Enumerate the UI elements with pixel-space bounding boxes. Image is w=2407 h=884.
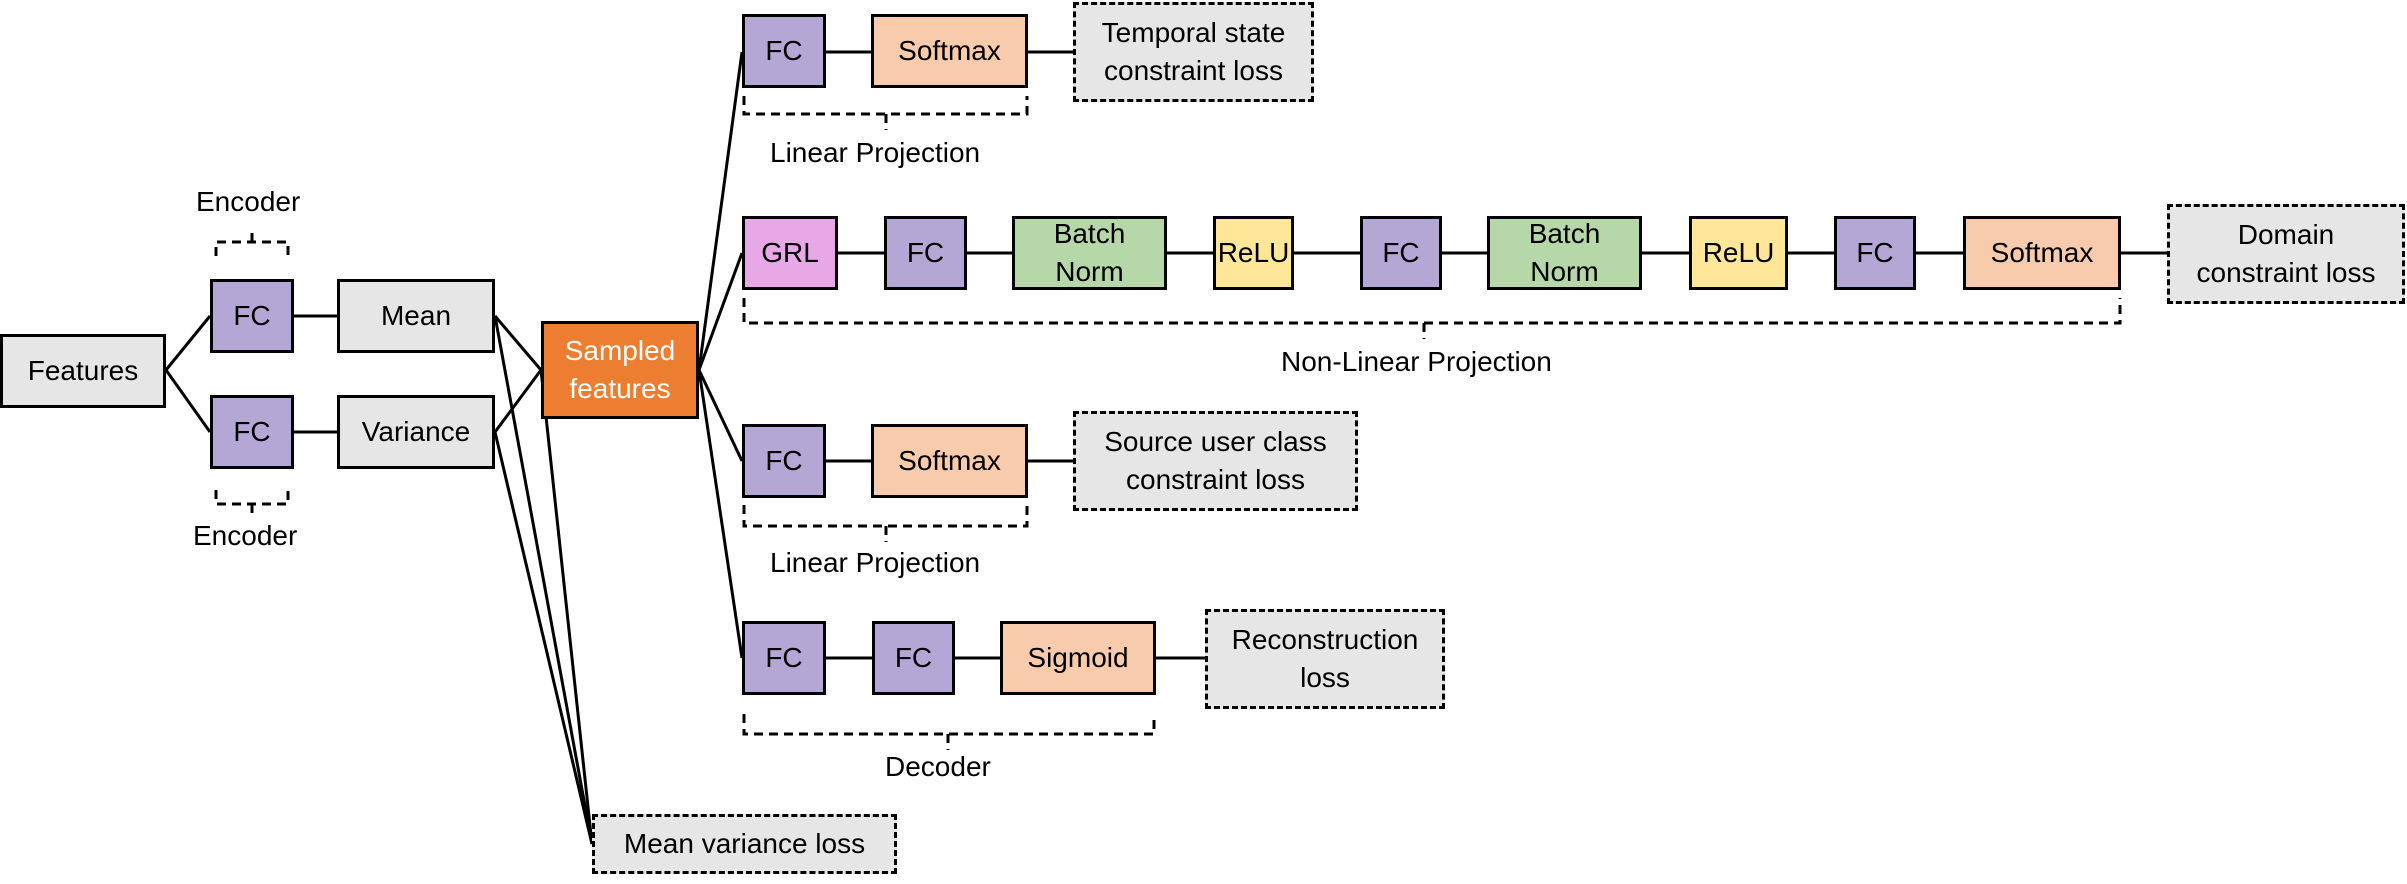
edge-mean-sampled	[493, 315, 543, 371]
temporal-fc: FC	[742, 14, 826, 88]
domain-relu-2: ReLU	[1689, 216, 1788, 290]
temporal-softmax: Softmax	[871, 14, 1028, 88]
decoder-label: Decoder	[885, 751, 991, 782]
mean-box: Mean	[337, 279, 495, 353]
edge-variance-sampled	[493, 369, 543, 433]
edge-sampled-source	[697, 369, 744, 462]
encoder-fc-bottom: FC	[210, 395, 294, 469]
edge-sampled-loss	[539, 369, 594, 845]
temporal-projection-label: Linear Projection	[770, 137, 981, 168]
decoder-fc-1: FC	[742, 621, 826, 695]
grl-box: GRL	[742, 216, 838, 290]
domain-fc-3: FC	[1834, 216, 1916, 290]
encoder-fc-top: FC	[210, 279, 294, 353]
edge-sampled-decoder	[697, 369, 744, 659]
bracket-domain	[742, 298, 2122, 325]
source-fc: FC	[742, 424, 826, 498]
features-box: Features	[0, 334, 166, 408]
bracket-temporal	[742, 96, 1029, 116]
source-loss-box: Source user class constraint loss	[1073, 411, 1358, 511]
edge-variance-loss	[493, 431, 594, 845]
domain-projection-label: Non-Linear Projection	[1281, 346, 1552, 377]
temporal-loss-box: Temporal state constraint loss	[1073, 2, 1314, 102]
domain-fc-1: FC	[884, 216, 967, 290]
edge-sampled-domain	[697, 252, 744, 371]
source-softmax: Softmax	[871, 424, 1028, 498]
domain-fc-2: FC	[1360, 216, 1442, 290]
bracket-encoder-top	[214, 240, 290, 256]
edge-sampled-temporal	[697, 51, 744, 371]
edge-features-fc-bottom	[164, 369, 212, 433]
bracket-encoder-bottom	[214, 490, 290, 506]
domain-batchnorm-1: Batch Norm	[1012, 216, 1167, 290]
domain-batchnorm-2: Batch Norm	[1487, 216, 1642, 290]
edge-mean-loss	[493, 315, 594, 845]
encoder-label-bottom: Encoder	[193, 520, 298, 551]
sampled-features-box: Sampled features	[541, 321, 699, 419]
encoder-label-top: Encoder	[196, 186, 301, 217]
domain-loss-box: Domain constraint loss	[2167, 204, 2405, 304]
decoder-fc-2: FC	[872, 621, 955, 695]
bracket-decoder	[742, 714, 1156, 736]
reconstruction-loss-box: Reconstruction loss	[1205, 609, 1445, 709]
variance-box: Variance	[337, 395, 495, 469]
edge-features-fc-top	[164, 315, 212, 371]
source-projection-label: Linear Projection	[770, 547, 981, 578]
domain-softmax: Softmax	[1963, 216, 2121, 290]
domain-relu-1: ReLU	[1213, 216, 1294, 290]
bracket-source	[742, 505, 1029, 528]
mean-variance-loss-box: Mean variance loss	[592, 814, 897, 874]
decoder-sigmoid: Sigmoid	[1000, 621, 1156, 695]
